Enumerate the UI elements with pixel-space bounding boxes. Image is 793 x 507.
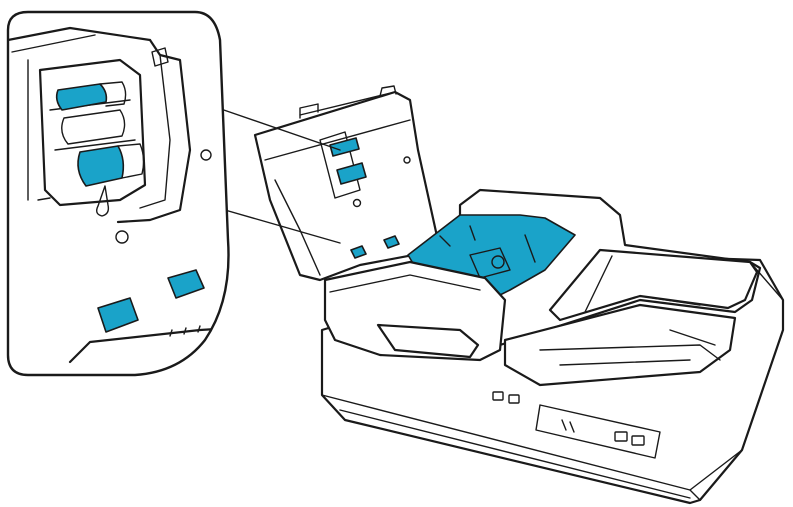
magnified-callout — [6, 10, 230, 377]
adf-front-lid — [323, 260, 507, 362]
open-feeder-cover — [253, 85, 442, 282]
callout-lines — [217, 107, 341, 244]
